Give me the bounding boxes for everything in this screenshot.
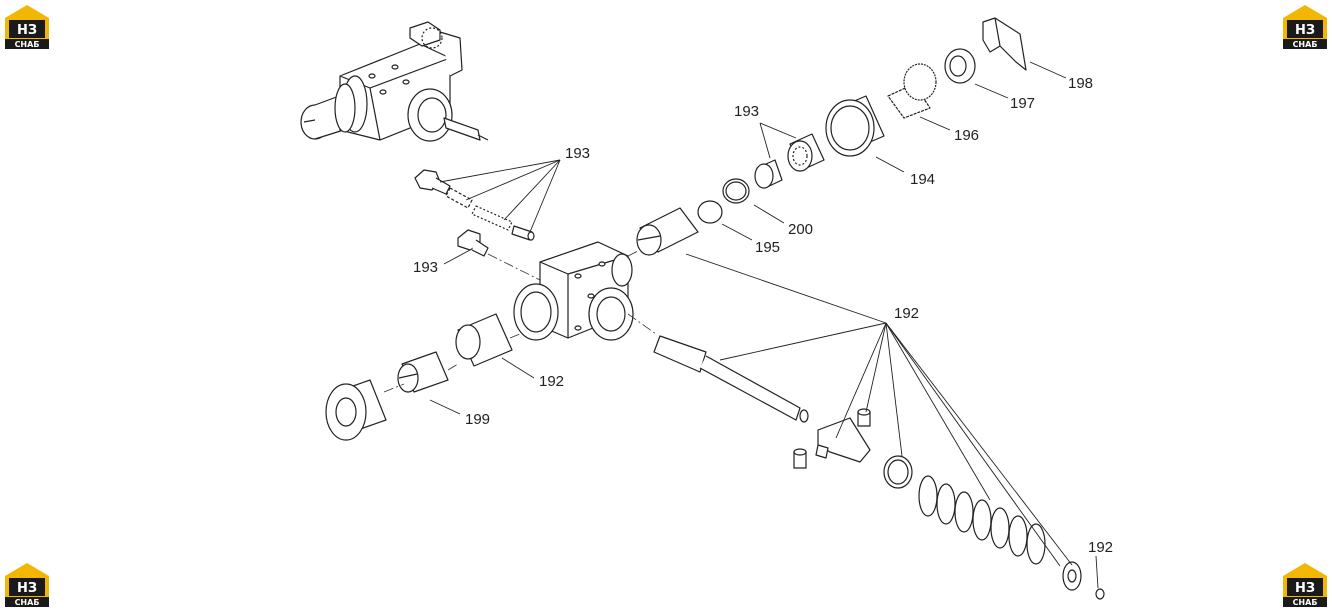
- ring-195: [697, 200, 723, 224]
- sleeve-192-left: [455, 313, 513, 367]
- end-nut-left: [325, 379, 387, 441]
- label-193-bushings: 193: [734, 103, 759, 120]
- label-194: 194: [910, 171, 935, 188]
- label-192-sleeve: 192: [539, 373, 564, 390]
- label-199: 199: [465, 411, 490, 428]
- center-lines: [383, 249, 657, 393]
- nut-194: [825, 95, 885, 157]
- label-193-upper: 193: [565, 145, 590, 162]
- logo-bottom-text: СНАБ: [15, 40, 40, 49]
- brand-logo-top-right: НЗ СНАБ: [1280, 2, 1330, 50]
- label-193-lower: 193: [413, 259, 438, 276]
- bushing-pair-193: [754, 133, 825, 189]
- coil-spring-192: [918, 475, 1046, 565]
- label-198: 198: [1068, 75, 1093, 92]
- label-196: 196: [954, 127, 979, 144]
- logo-bottom-text: СНАБ: [1293, 40, 1318, 49]
- screw-spring-pin-assembly: [414, 169, 535, 241]
- brand-logo-bottom-right: НЗ СНАБ: [1280, 560, 1330, 608]
- end-washer-192: [1062, 561, 1105, 600]
- logo-bottom-text: СНАБ: [1293, 598, 1318, 607]
- valve-body: [513, 241, 634, 341]
- leader-lines: [429, 61, 1099, 589]
- piston-rod-192: [653, 335, 809, 423]
- slotted-plug-upper: [636, 207, 699, 256]
- screw-193-lower: [457, 229, 489, 257]
- threaded-spindle-196: [887, 63, 937, 119]
- label-200: 200: [788, 221, 813, 238]
- clip-198: [982, 17, 1027, 71]
- washer-197: [944, 48, 976, 84]
- logo-top-text: НЗ: [1295, 23, 1315, 38]
- slotted-plug-199: [397, 351, 449, 393]
- logo-top-text: НЗ: [17, 23, 37, 38]
- label-197: 197: [1010, 95, 1035, 112]
- brand-logo-top-left: НЗ СНАБ: [2, 2, 52, 50]
- logo-top-text: НЗ: [1295, 581, 1315, 596]
- spring-seat-192: [883, 455, 913, 489]
- logo-bottom-text: СНАБ: [15, 598, 40, 607]
- fork-and-bushes-192: [793, 408, 871, 469]
- label-195: 195: [755, 239, 780, 256]
- label-192-main: 192: [894, 305, 919, 322]
- ring-200: [722, 178, 750, 204]
- assembled-valve-view: [300, 21, 489, 142]
- logo-top-text: НЗ: [17, 581, 37, 596]
- label-192-end: 192: [1088, 539, 1113, 556]
- brand-logo-bottom-left: НЗ СНАБ: [2, 560, 52, 608]
